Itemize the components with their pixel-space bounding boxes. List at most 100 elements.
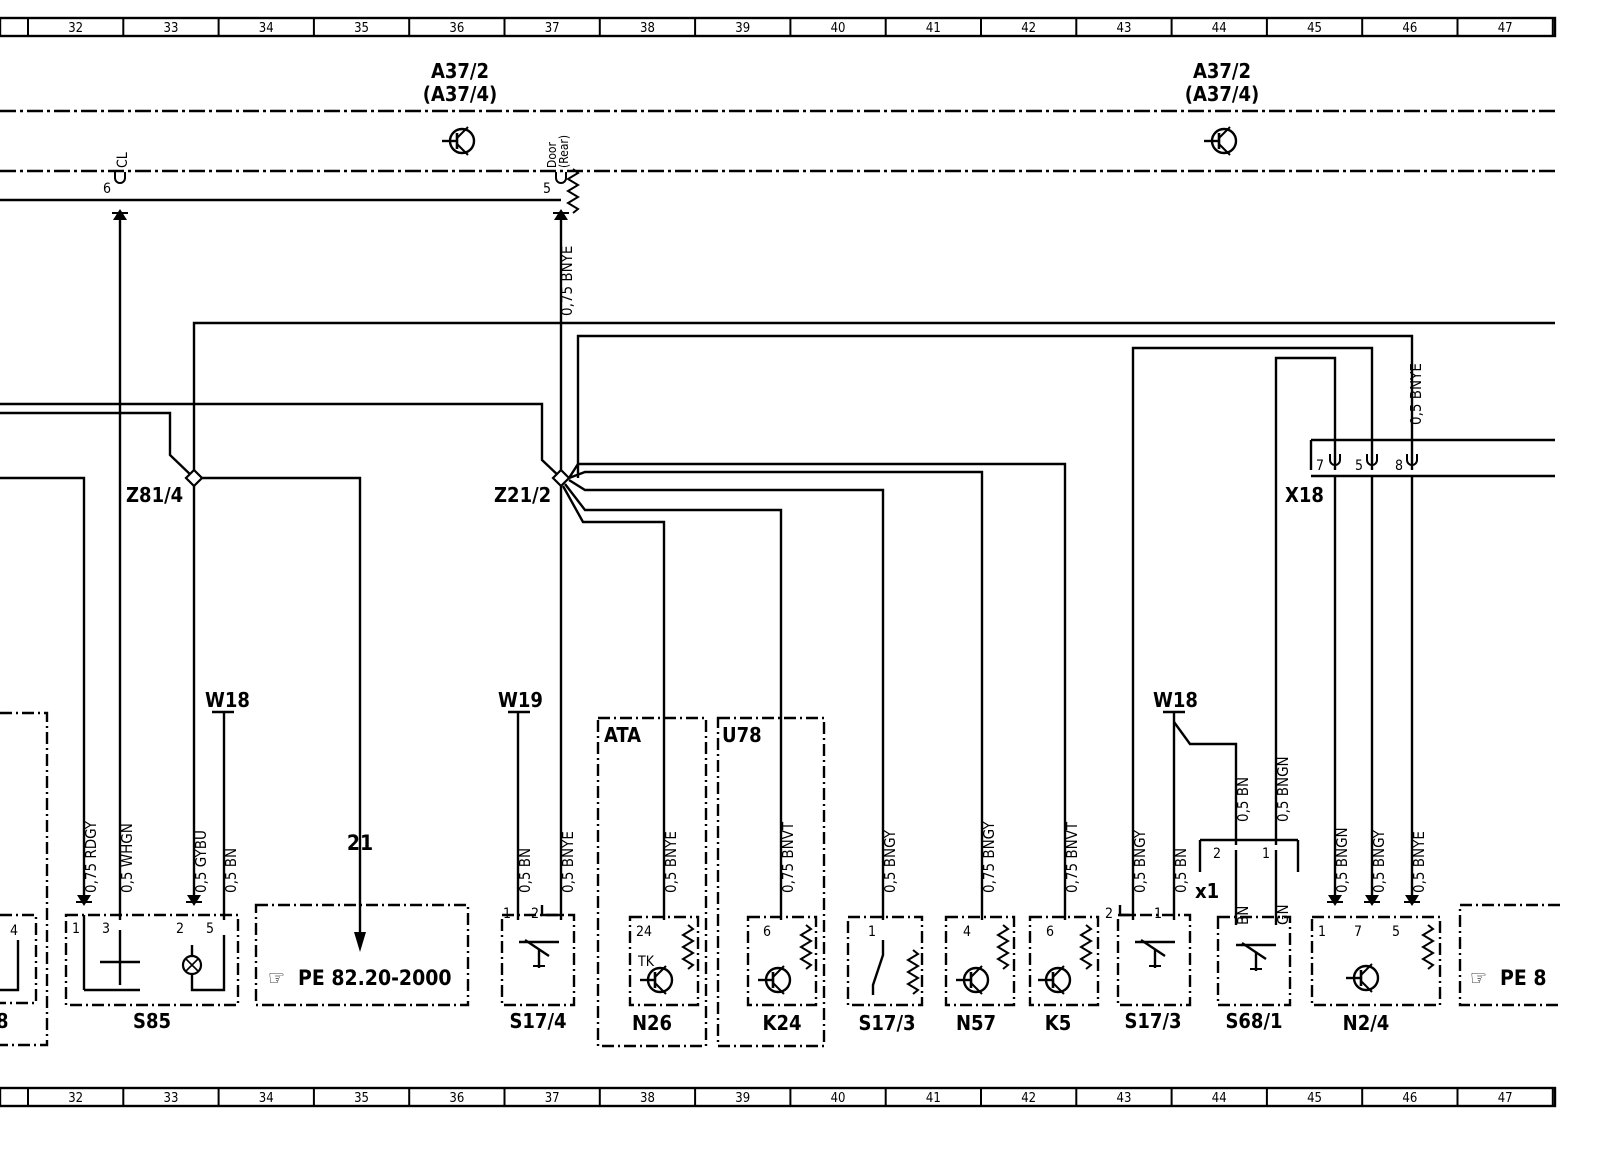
component-s17-3a: 1 S17/3 xyxy=(846,915,924,1035)
wire xyxy=(0,476,86,895)
ruler-column-number: 36 xyxy=(449,1091,464,1106)
transistor-icon xyxy=(756,964,792,996)
wire-label: 0,5 BNYE xyxy=(559,831,577,893)
wire-label: 0,75 BNGY xyxy=(980,821,998,893)
transistor-icon xyxy=(440,125,476,157)
ruler-column-number: 47 xyxy=(1498,21,1513,36)
wire xyxy=(0,402,562,479)
connector-arrow-icon xyxy=(75,894,93,907)
connector-arrow-icon xyxy=(1403,894,1421,907)
component-k5: 6 K5 xyxy=(1028,915,1100,1035)
component-n57: 4 N57 xyxy=(944,915,1016,1035)
pin-label: 4 xyxy=(10,923,18,939)
ground-w18-right: W18 xyxy=(1153,688,1238,920)
pin-label: 1 xyxy=(868,924,876,940)
resistor-icon xyxy=(800,924,812,970)
wire xyxy=(1131,346,1374,780)
pin-label: 1 xyxy=(1318,924,1326,940)
wire xyxy=(202,476,362,940)
wire-label: 0,5 BN xyxy=(516,848,534,893)
ground-w19: W19 xyxy=(498,688,543,920)
ruler-column-number: 33 xyxy=(164,21,179,36)
wire xyxy=(568,478,885,780)
pin-label: 5 xyxy=(1392,924,1400,940)
splice-z21: Z21/2 xyxy=(494,468,571,507)
ground-label: W19 xyxy=(498,688,543,712)
pin-label: 5 xyxy=(206,921,214,937)
pin-label: 24 xyxy=(636,924,652,940)
wire-label: 0,5 BNYE xyxy=(1410,831,1428,893)
component-partial-left: 4 8 xyxy=(0,711,49,1047)
wire-label: BN xyxy=(1234,906,1252,925)
component-s17-4: 1 2 S17/4 xyxy=(500,905,576,1033)
pin-signal-label: (Rear) xyxy=(557,135,571,168)
ruler-column-number: 34 xyxy=(259,21,274,36)
pin-label: 3 xyxy=(102,921,110,937)
group-label: U78 xyxy=(722,723,762,747)
component-name: K5 xyxy=(1045,1011,1071,1035)
pin-label: 1 xyxy=(1154,906,1162,922)
connector-label: x1 xyxy=(1195,879,1219,903)
wire xyxy=(568,470,984,780)
transistor-icon xyxy=(954,964,990,996)
wire-label: GN xyxy=(1274,904,1292,925)
wire xyxy=(1274,356,1337,780)
reference-hand-icon: ☞ xyxy=(268,966,285,990)
switch-icon xyxy=(1234,941,1278,973)
resistor-icon xyxy=(907,949,919,995)
component-s68-1: 2 1 x1 BN GN S68/1 xyxy=(1195,838,1300,1033)
module-name-right: A37/2 xyxy=(1193,59,1251,83)
resistor-icon xyxy=(1422,924,1434,970)
transistor-icon xyxy=(1344,962,1380,994)
resistor-icon xyxy=(1080,924,1092,970)
ruler-column-number: 42 xyxy=(1021,1091,1036,1106)
component-name: S17/4 xyxy=(509,1009,566,1033)
wire-label: 0,5 BNGN xyxy=(1333,827,1351,893)
pin-label: 8 xyxy=(1395,458,1403,474)
connector-arrow-icon xyxy=(1326,894,1344,907)
pin-label: 6 xyxy=(763,924,771,940)
pin-label: 7 xyxy=(1354,924,1362,940)
wire-label: 0,5 BNGY xyxy=(881,829,899,893)
reference-text: PE 82.20-2000 xyxy=(298,966,452,990)
component-name: N57 xyxy=(956,1011,996,1035)
ruler-column-number: 37 xyxy=(545,21,560,36)
pin-label: 2 xyxy=(531,906,539,922)
ruler-column-number: 44 xyxy=(1212,21,1227,36)
component-n2-4: 1 7 5 N2/4 xyxy=(1310,915,1442,1035)
wire xyxy=(564,483,783,780)
ruler-column-number: 35 xyxy=(354,1091,369,1106)
ruler-column-number: 32 xyxy=(68,1091,83,1106)
wire-label: 0,5 BNYE xyxy=(662,831,680,893)
ruler-column-number: 36 xyxy=(449,21,464,36)
ruler-column-number: 41 xyxy=(926,21,941,36)
transistor-icon xyxy=(638,964,674,996)
group-label: ATA xyxy=(604,723,641,747)
wire-label: 0,75 BNVT xyxy=(779,821,797,893)
connector-x18: 7 5 8 X18 xyxy=(1285,438,1555,507)
ground-w18-left: W18 xyxy=(205,688,250,920)
resistor-icon xyxy=(682,924,694,970)
connector-arrow-icon xyxy=(185,894,203,907)
wire-label: 0,5 WHGN xyxy=(118,823,136,893)
pin-label: 6 xyxy=(1046,924,1054,940)
wire-label: 0,5 BN xyxy=(1234,777,1252,822)
group-ata: ATA 24 TK N26 xyxy=(596,716,708,1048)
pin-label: 2 xyxy=(176,921,184,937)
ruler-column-number: 47 xyxy=(1498,1091,1513,1106)
component-name: N26 xyxy=(632,1011,672,1035)
wire-label: 0,5 BNYE xyxy=(1407,363,1425,425)
pin-label: 4 xyxy=(963,924,971,940)
switch-icon xyxy=(517,938,561,970)
module-name-left: A37/2 xyxy=(431,59,489,83)
ruler-column-number: 37 xyxy=(545,1091,560,1106)
pin-label: 2 xyxy=(1213,846,1221,862)
ruler-column-number: 38 xyxy=(640,1091,655,1106)
wire-labels: 0,75 RDGY 0,5 WHGN 0,5 GYBU 0,5 BN 0,5 B… xyxy=(82,756,1428,893)
wire-label: 0,5 BNGY xyxy=(1370,829,1388,893)
pin-label: 5 xyxy=(1355,458,1363,474)
transistor-icon xyxy=(1036,964,1072,996)
connector-arrow-icon xyxy=(1363,894,1381,907)
